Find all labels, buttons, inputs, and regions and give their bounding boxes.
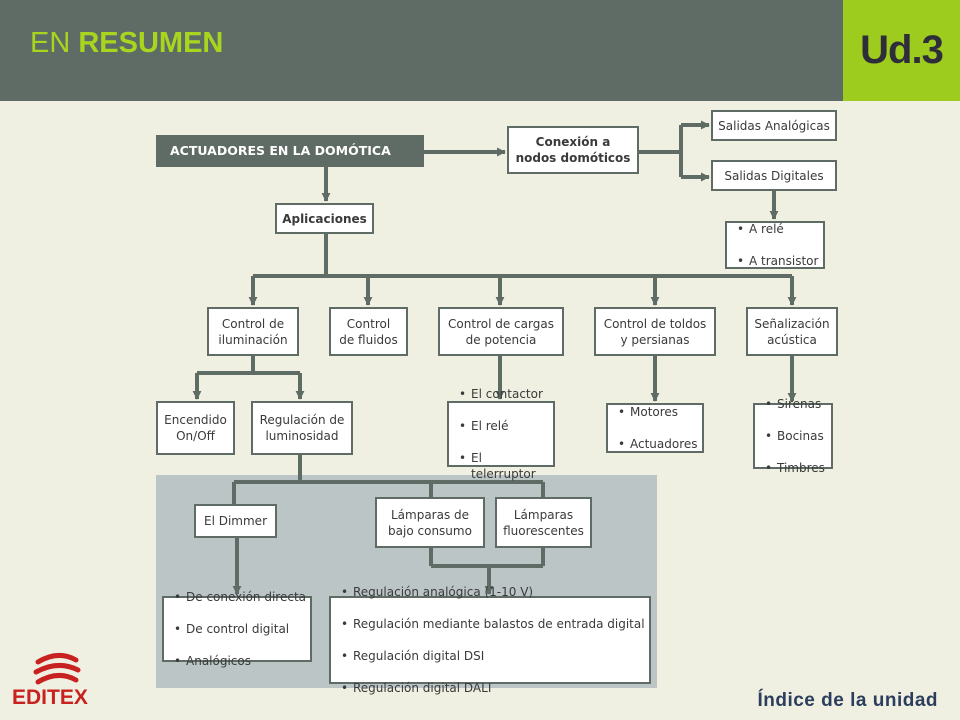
- unit-label: Ud.3: [860, 28, 944, 72]
- title-main: RESUMEN: [78, 27, 224, 59]
- list-item: De conexión directa: [174, 589, 306, 605]
- salidas-digitales-node: Salidas Digitales: [711, 160, 837, 191]
- book-icon: [33, 653, 81, 685]
- list-item: El contactor: [459, 386, 549, 402]
- title-prefix: EN: [30, 27, 71, 59]
- dimmer-node: El Dimmer: [194, 504, 277, 538]
- digital-items-list: A relé A transistor: [725, 221, 825, 269]
- list-item: El telerruptor: [459, 450, 549, 482]
- list-item: Regulación analógica (1-10 V): [341, 584, 645, 600]
- control-fluidos-node: Control de fluidos: [329, 307, 408, 356]
- list-item: A relé: [737, 221, 818, 237]
- list-item: Timbres: [765, 460, 825, 476]
- control-toldos-node: Control de toldos y persianas: [594, 307, 716, 356]
- list-item: A transistor: [737, 253, 818, 269]
- page-title: EN RESUMEN: [30, 27, 223, 60]
- unit-index-link[interactable]: Índice de la unidad: [757, 690, 938, 711]
- list-item: Regulación digital DSI: [341, 648, 645, 664]
- list-item: Regulación mediante balastos de entrada …: [341, 616, 645, 632]
- senalizacion-node: Señalización acústica: [746, 307, 838, 356]
- cargas-items-list: El contactor El relé El telerruptor: [447, 386, 555, 481]
- list-item: De control digital: [174, 621, 306, 637]
- list-item: Sirenas: [765, 396, 825, 412]
- list-item: El relé: [459, 418, 549, 434]
- unit-badge: Ud.3: [843, 0, 960, 101]
- header-bar: EN RESUMEN: [0, 0, 843, 101]
- conexion-node: Conexión a nodos domóticos: [507, 126, 639, 174]
- brand-name: EDITEX: [12, 686, 88, 709]
- regulacion-items-list: Regulación analógica (1-10 V) Regulación…: [329, 584, 651, 696]
- list-item: Actuadores: [618, 436, 698, 452]
- regulacion-node: Regulación de luminosidad: [251, 401, 353, 455]
- list-item: Bocinas: [765, 428, 825, 444]
- toldos-items-list: Motores Actuadores: [606, 403, 704, 453]
- root-node: ACTUADORES EN LA DOMÓTICA: [156, 135, 424, 167]
- lamparas-fluor-node: Lámparas fluorescentes: [495, 497, 592, 548]
- lamparas-bajo-node: Lámparas de bajo consumo: [375, 497, 485, 548]
- encendido-node: Encendido On/Off: [156, 401, 235, 455]
- control-cargas-node: Control de cargas de potencia: [438, 307, 564, 356]
- list-item: Motores: [618, 404, 698, 420]
- control-iluminacion-node: Control de iluminación: [207, 307, 299, 356]
- list-item: Regulación digital DALI: [341, 680, 645, 696]
- list-item: Analógicos: [174, 653, 306, 669]
- dimmer-items-list: De conexión directa De control digital A…: [162, 589, 312, 669]
- senal-items-list: Sirenas Bocinas Timbres: [753, 396, 833, 476]
- aplicaciones-node: Aplicaciones: [275, 203, 374, 234]
- salidas-analogicas-node: Salidas Analógicas: [711, 110, 837, 141]
- editex-logo: EDITEX: [12, 648, 104, 714]
